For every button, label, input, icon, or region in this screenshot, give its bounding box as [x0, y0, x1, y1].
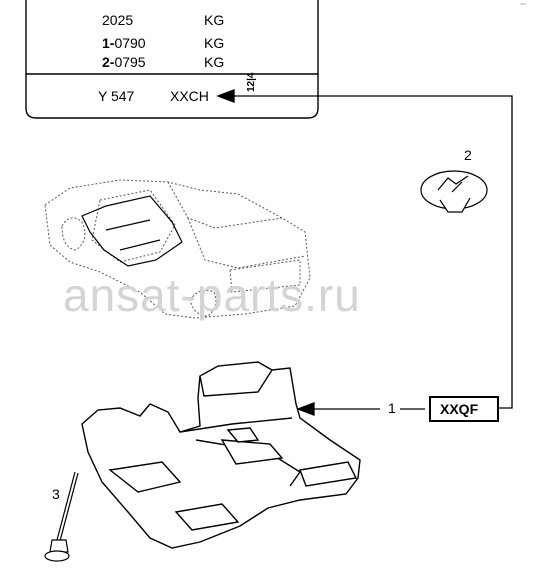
plate-row-3-unit: KG: [204, 54, 225, 70]
plate-row-3-code: 0795: [114, 54, 146, 70]
plate-vertical-code: 12|4: [246, 72, 257, 92]
watermark-text: ansat-parts.ru: [63, 269, 361, 321]
callout-3-number: 3: [52, 486, 60, 502]
callout-2-number: 2: [464, 147, 472, 163]
floor-carpet: [81, 361, 361, 549]
plate-row-1-unit: KG: [204, 12, 225, 28]
plate-row-2: 1-0790: [102, 35, 146, 51]
plate-bottom-code: Y 547: [98, 88, 135, 104]
leader-line: [216, 89, 513, 409]
plate-row-2-prefix: 1-: [102, 35, 115, 51]
plate-color-code: XXCH: [170, 88, 209, 104]
label-plate: [25, 0, 319, 119]
plate-row-1-code: 2025: [102, 12, 134, 28]
clip-part: [420, 170, 488, 213]
carpet-ghost-in-car: [81, 195, 183, 267]
callout-1-arrow: [296, 402, 425, 416]
part-label-box: [429, 396, 499, 422]
callout-1-number: 1: [388, 400, 396, 416]
plate-row-3-prefix: 2-: [102, 54, 115, 70]
car-body-outline: [44, 179, 311, 319]
corner-mark: ᵃᵖᵃ: [520, 2, 526, 8]
plate-row-2-unit: KG: [204, 35, 225, 51]
part-label-text: XXQF: [440, 401, 479, 417]
plate-row-2-code: 0790: [114, 35, 146, 51]
rivet-part: [44, 471, 79, 562]
plate-row-3: 2-0795: [102, 54, 146, 70]
plate-row-1: 2025: [102, 12, 133, 28]
